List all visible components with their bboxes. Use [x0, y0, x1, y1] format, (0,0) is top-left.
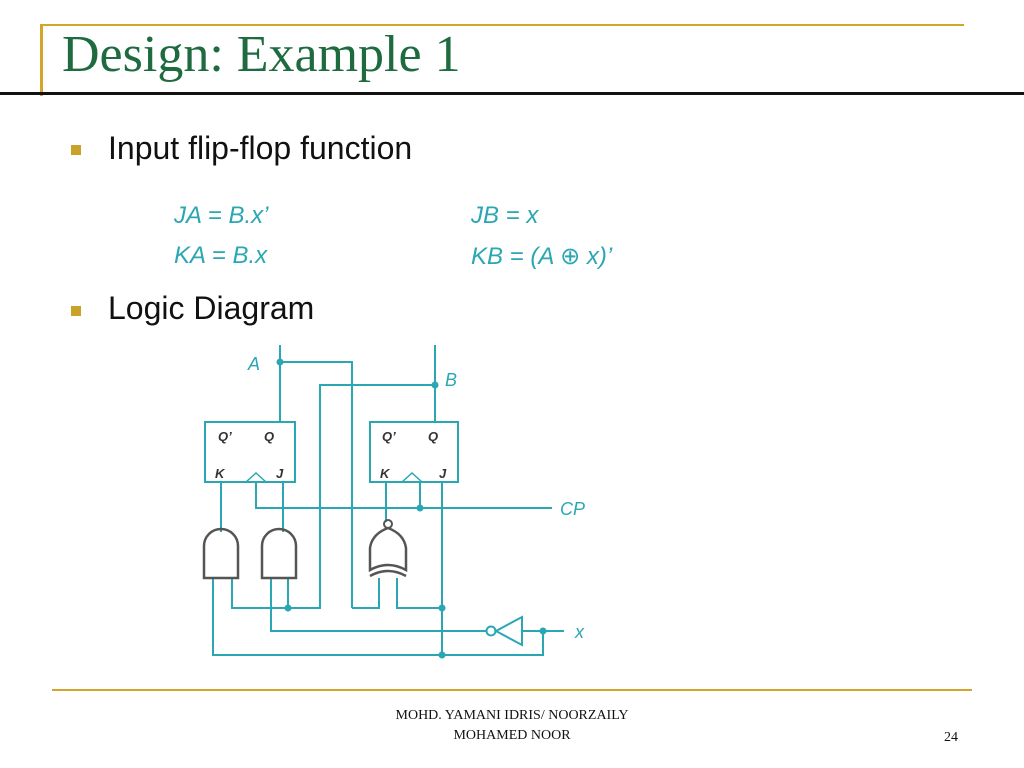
bullet-marker [71, 306, 81, 316]
footer-divider [52, 689, 972, 691]
bullet-logic-diagram: Logic Diagram [108, 290, 315, 326]
clock-triangle-icon [401, 471, 423, 483]
xnor-gate-icon [368, 519, 408, 578]
flipflop-b-j-label: J [439, 466, 447, 481]
flipflop-b-k-label: K [380, 466, 391, 481]
junction-dot [284, 604, 292, 612]
flipflop-a-k-label: K [215, 466, 226, 481]
equation-kb-suffix: x)’ [580, 243, 613, 270]
equation-kb-prefix: KB = (A [471, 243, 554, 270]
flipflop-a-box [204, 421, 296, 483]
wire-cp [255, 482, 552, 509]
top-border-line [40, 24, 964, 26]
inverter-icon [485, 615, 523, 647]
wires [212, 345, 564, 656]
and-gate-ja-icon [260, 527, 298, 580]
wire-xor-in-x [396, 578, 442, 609]
equation-ka: KA = B.x [174, 242, 268, 269]
page-number: 24 [944, 730, 958, 745]
wire-a-to-xor [280, 361, 353, 608]
signal-cp-label: CP [560, 499, 585, 519]
slide-title: Design: Example 1 [62, 26, 461, 83]
flipflop-b-box [369, 421, 459, 483]
junction-dot [539, 627, 547, 635]
footer-author-line1: MOHD. YAMANI IDRIS/ NOORZAILY [395, 708, 629, 723]
wire-x-to-and-ka [212, 578, 544, 656]
flipflop-a-q-label: Q [264, 429, 274, 444]
title-underline [0, 92, 1024, 95]
footer-author-line2: MOHAMED NOOR [453, 728, 571, 743]
xor-symbol: ⊕ [560, 243, 581, 270]
and-gate-ka-icon [202, 527, 240, 580]
signal-a-label: A [247, 354, 260, 374]
equation-ja: JA = B.x’ [174, 202, 269, 229]
jk-flipflop-a: Q’ Q K J [204, 421, 296, 483]
equation-jb: JB = x [471, 202, 539, 229]
junction-dots [276, 358, 547, 659]
junction-dot [416, 504, 424, 512]
wire-xbar-to-and-ja [270, 578, 486, 632]
junction-dot [276, 358, 284, 366]
signal-x-label: x [574, 622, 585, 642]
flipflop-b-q-label: Q [428, 429, 438, 444]
footer-author: MOHD. YAMANI IDRIS/ NOORZAILY MOHAMED NO… [300, 706, 724, 746]
signal-b-label: B [445, 370, 457, 390]
flipflop-a-j-label: J [276, 466, 284, 481]
junction-dot [438, 604, 446, 612]
bullet-marker [71, 145, 81, 155]
equation-kb: KB = (A ⊕ x)’ [471, 242, 612, 271]
wire-xor-in-a [352, 578, 380, 609]
junction-dot [431, 381, 439, 389]
flipflop-a-qbar-label: Q’ [218, 429, 232, 444]
wire-b-to-and-ka [231, 384, 435, 609]
clock-triangle-icon [245, 471, 267, 483]
junction-dot [438, 651, 446, 659]
jk-flipflop-b: Q’ Q K J [369, 421, 459, 483]
bullet-input-ff-function: Input flip-flop function [108, 130, 413, 166]
flipflop-b-qbar-label: Q’ [382, 429, 396, 444]
left-border-line [40, 24, 43, 96]
